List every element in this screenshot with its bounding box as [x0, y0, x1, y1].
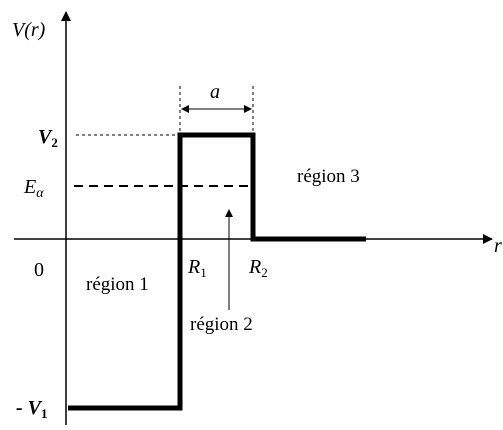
region3-label: région 3	[297, 166, 360, 187]
origin-label: 0	[34, 259, 44, 281]
y-axis-label: V(r)	[12, 19, 46, 41]
potential-curve	[68, 132, 366, 411]
region1-label: région 1	[86, 274, 149, 295]
x-axis-label: r	[494, 235, 502, 257]
v1-label: - V1	[16, 397, 48, 421]
region2-label: région 2	[190, 314, 253, 335]
v2-label: V2	[38, 126, 58, 150]
r1-label: R1	[187, 256, 207, 280]
r2-label: R2	[248, 256, 268, 280]
width-label: a	[210, 81, 220, 103]
energy-label: Eα	[23, 176, 44, 201]
